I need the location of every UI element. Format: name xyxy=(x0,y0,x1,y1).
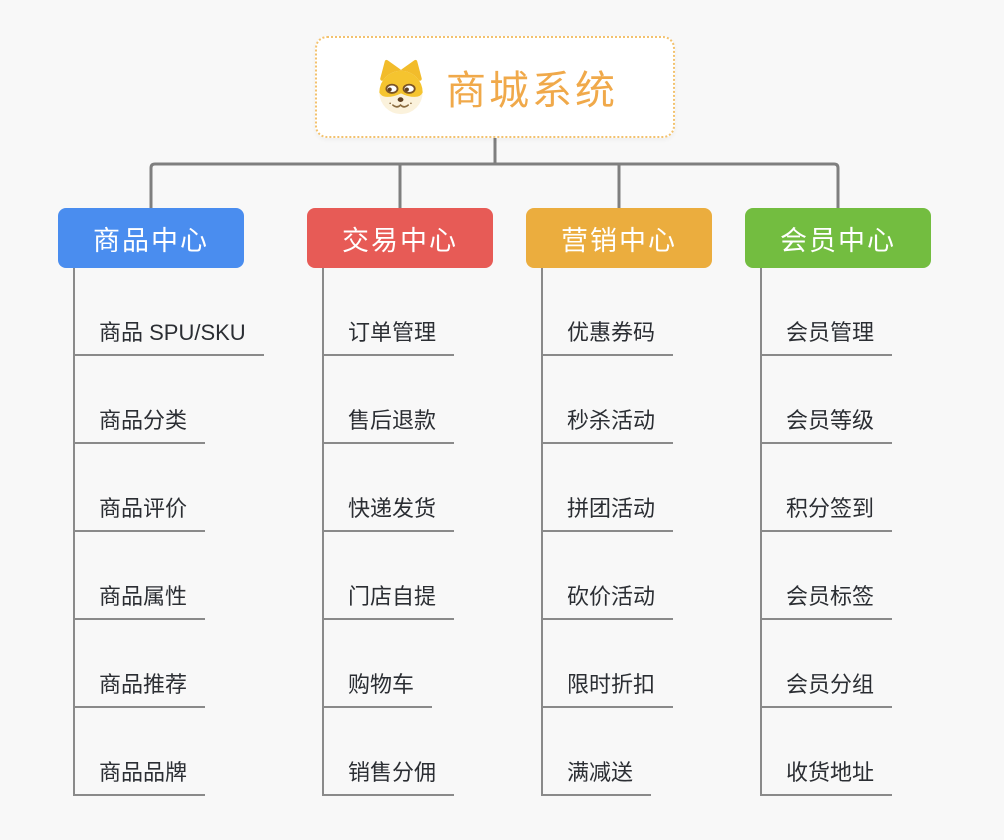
sub-topic-item[interactable]: 售后退款 xyxy=(324,356,455,444)
sub-topic-item[interactable]: 订单管理 xyxy=(324,268,455,356)
branch-items-trade: 订单管理 售后退款 快递发货 门店自提 购物车 销售分佣 xyxy=(322,268,455,796)
sub-topic-item[interactable]: 商品品牌 xyxy=(75,708,206,796)
sub-topic-item[interactable]: 满减送 xyxy=(543,708,652,796)
branch-node-products[interactable]: 商品中心 xyxy=(58,208,244,268)
dog-face-icon xyxy=(379,59,423,115)
branch-members: 会员中心 会员管理 会员等级 积分签到 会员标签 会员分组 收货地址 xyxy=(745,208,931,796)
branch-items-members: 会员管理 会员等级 积分签到 会员标签 会员分组 收货地址 xyxy=(760,268,893,796)
branch-node-members[interactable]: 会员中心 xyxy=(745,208,931,268)
sub-topic-item[interactable]: 会员等级 xyxy=(762,356,893,444)
branch-items-marketing: 优惠券码 秒杀活动 拼团活动 砍价活动 限时折扣 满减送 xyxy=(541,268,674,796)
root-topic-node[interactable]: 商城系统 xyxy=(315,36,675,138)
sub-topic-item[interactable]: 会员管理 xyxy=(762,268,893,356)
branch-items-products: 商品 SPU/SKU 商品分类 商品评价 商品属性 商品推荐 商品品牌 xyxy=(73,268,264,796)
sub-topic-item[interactable]: 商品推荐 xyxy=(75,620,206,708)
sub-topic-item[interactable]: 砍价活动 xyxy=(543,532,674,620)
sub-topic-item[interactable]: 拼团活动 xyxy=(543,444,674,532)
sub-topic-item[interactable]: 商品评价 xyxy=(75,444,206,532)
branch-node-trade[interactable]: 交易中心 xyxy=(307,208,493,268)
sub-topic-item[interactable]: 商品分类 xyxy=(75,356,206,444)
sub-topic-item[interactable]: 优惠券码 xyxy=(543,268,674,356)
sub-topic-item[interactable]: 商品 SPU/SKU xyxy=(75,268,264,356)
branch-products: 商品中心 商品 SPU/SKU 商品分类 商品评价 商品属性 商品推荐 商品品牌 xyxy=(58,208,264,796)
sub-topic-item[interactable]: 购物车 xyxy=(324,620,433,708)
sub-topic-item[interactable]: 积分签到 xyxy=(762,444,893,532)
root-topic-title: 商城系统 xyxy=(446,69,618,113)
branch-marketing: 营销中心 优惠券码 秒杀活动 拼团活动 砍价活动 限时折扣 满减送 xyxy=(526,208,712,796)
sub-topic-item[interactable]: 快递发货 xyxy=(324,444,455,532)
sub-topic-item[interactable]: 门店自提 xyxy=(324,532,455,620)
branch-node-marketing[interactable]: 营销中心 xyxy=(526,208,712,268)
branch-trade: 交易中心 订单管理 售后退款 快递发货 门店自提 购物车 销售分佣 xyxy=(307,208,493,796)
sub-topic-item[interactable]: 会员分组 xyxy=(762,620,893,708)
sub-topic-item[interactable]: 秒杀活动 xyxy=(543,356,674,444)
sub-topic-item[interactable]: 收货地址 xyxy=(762,708,893,796)
sub-topic-item[interactable]: 限时折扣 xyxy=(543,620,674,708)
sub-topic-item[interactable]: 商品属性 xyxy=(75,532,206,620)
sub-topic-item[interactable]: 销售分佣 xyxy=(324,708,455,796)
sub-topic-item[interactable]: 会员标签 xyxy=(762,532,893,620)
